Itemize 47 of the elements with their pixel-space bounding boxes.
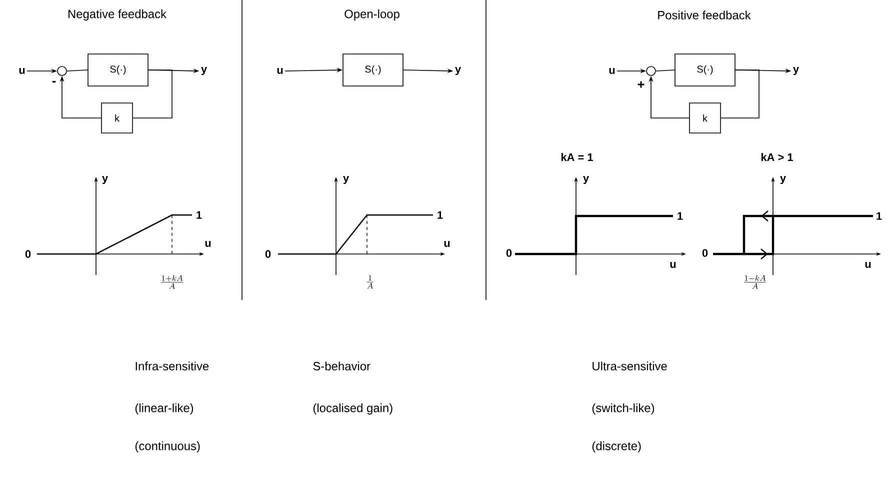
caption-text: (discrete): [592, 441, 641, 453]
signal-label: y: [455, 66, 461, 76]
axis-label: y: [583, 176, 589, 184]
system-box: S(·): [342, 54, 404, 86]
system-box: S(·): [88, 54, 148, 86]
axis-label: u: [670, 262, 676, 268]
summing-junction: [57, 66, 67, 76]
tick-label: 0: [25, 250, 31, 258]
tick-label: 0: [702, 249, 708, 257]
caption-text: S-behavior: [313, 362, 370, 370]
tick-label: $\frac{1}{A}$: [366, 275, 374, 289]
tick-label: 1: [678, 212, 683, 220]
tick-label: 0: [265, 250, 271, 258]
sign-label: +: [638, 81, 644, 88]
caption-text: (continuous): [135, 441, 200, 453]
tick-label: 1: [438, 211, 443, 219]
panel-title: Open-loop: [344, 9, 400, 21]
tick-label: $\frac{1+kA}{A}$: [161, 275, 183, 289]
axis-label: u: [444, 241, 450, 247]
tick-label: 1: [876, 212, 882, 220]
caption-text: (localised gain): [313, 403, 392, 415]
signal-label: u: [609, 68, 615, 74]
caption-text: (linear-like): [135, 403, 194, 415]
axis-label: y: [102, 176, 108, 184]
caption-text: Ultra-sensitive: [592, 362, 667, 370]
signal-label: y: [793, 66, 799, 76]
condition-label: kA > 1: [761, 153, 793, 161]
axis-label: y: [343, 176, 349, 184]
tick-label: 1: [196, 211, 202, 219]
axis-label: u: [865, 262, 871, 268]
system-box: S(·): [674, 54, 736, 86]
signal-label: y: [201, 66, 207, 76]
summing-junction: [646, 66, 656, 76]
tick-label: $\frac{1-kA}{A}$: [744, 275, 766, 289]
sign-label: -: [52, 80, 56, 82]
tick-label: 0: [506, 249, 512, 257]
signal-label: u: [19, 68, 25, 74]
panel-title: Negative feedback: [68, 9, 167, 21]
panel-title: Positive feedback: [658, 10, 751, 20]
axis-label: u: [205, 241, 211, 247]
axis-label: y: [780, 176, 786, 184]
gain-box: k: [101, 102, 133, 134]
signal-label: u: [277, 68, 283, 74]
caption-text: Infra-sensitive: [136, 362, 209, 370]
caption-text: (switch-like): [592, 403, 654, 415]
gain-box: k: [689, 102, 721, 134]
condition-label: kA = 1: [561, 153, 593, 161]
